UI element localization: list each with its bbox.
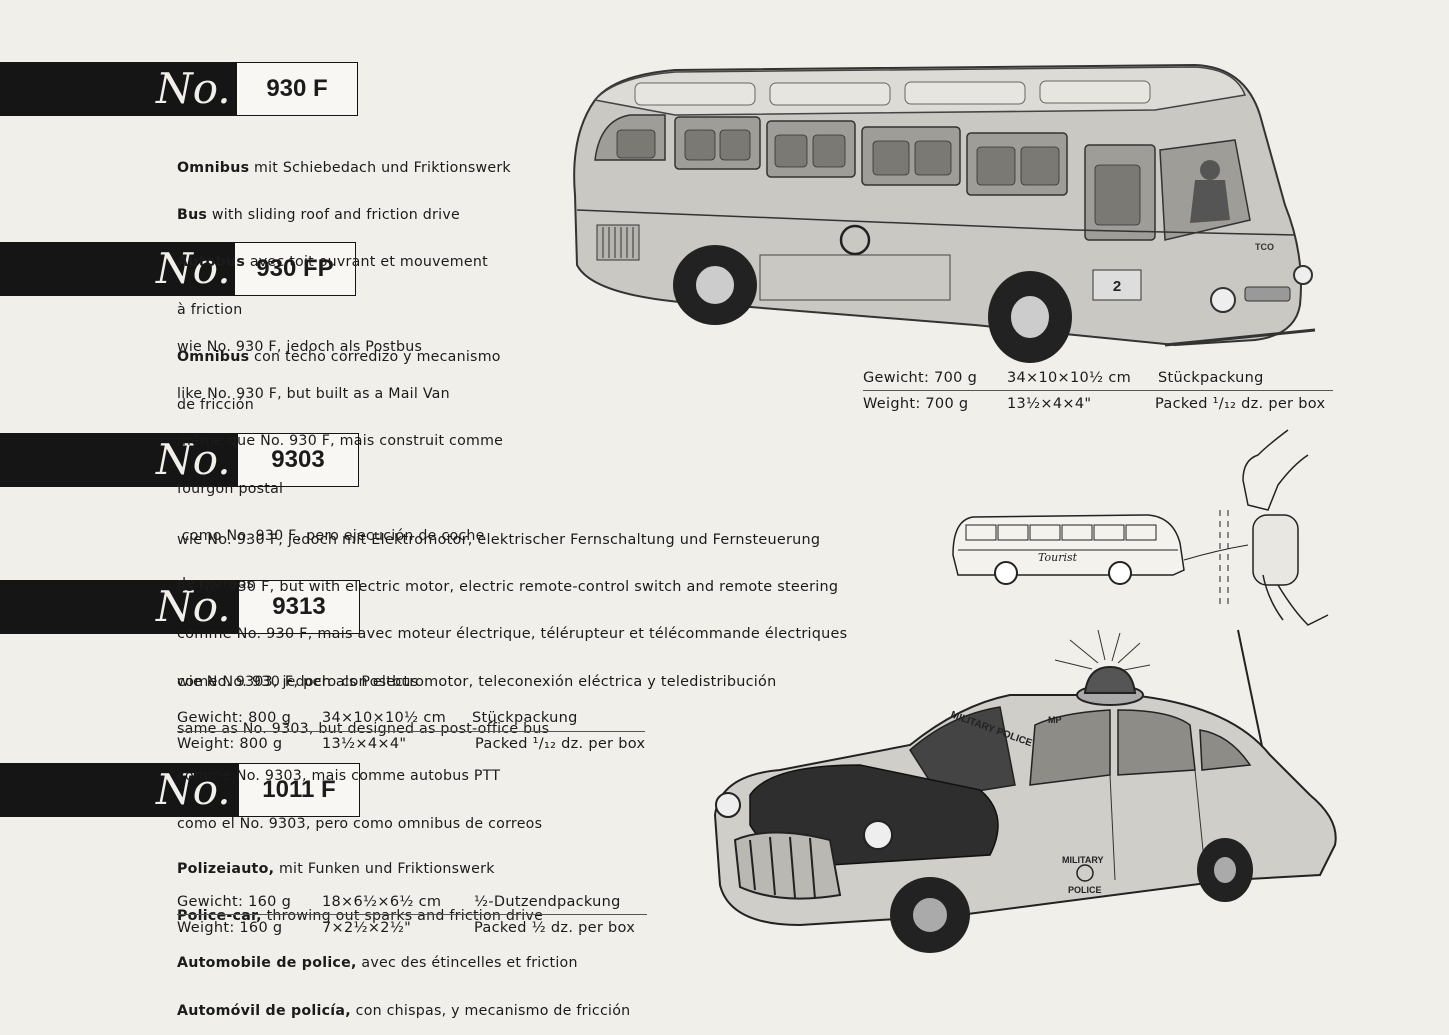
spec-size-metric-9313: 34×10×10½ cm	[322, 710, 447, 726]
desc-line: wie No. 9303, jedoch als Postbus	[177, 673, 419, 690]
desc-line: Omnibus con techo corredizo y mecanismo	[177, 349, 501, 366]
description-9303: wie No. 930 F, jedoch mit Elektromotor, …	[177, 501, 847, 706]
desc-line: Bus with sliding roof and friction drive	[177, 206, 460, 223]
desc-line: as No. 930 F, but with electric motor, e…	[177, 578, 839, 595]
bus-number: 2	[1113, 278, 1121, 295]
spec-weight-en-1011f: Weight: 160 g	[177, 920, 283, 936]
desc-line: wie No. 930 F, jedoch mit Elektromotor, …	[177, 531, 821, 548]
bus-spec-pack-en: Packed ¹/₁₂ dz. per box	[1155, 396, 1326, 412]
desc-line: Automobile de police, avec des étincelle…	[177, 955, 578, 972]
spec-divider	[863, 390, 1333, 391]
header-bar-930fp: No.	[0, 242, 234, 296]
desc-line: de fricción	[177, 396, 254, 413]
desc-line: Omnibus mit Schiebedach und Friktionswer…	[177, 159, 511, 176]
police-car-illustration: MILITARY POLICE MP MILITARY POLICE	[713, 629, 1337, 953]
bus-spec-weight-en: Weight: 700 g	[863, 396, 969, 412]
desc-line: à friction	[177, 301, 243, 318]
no-mark: No.	[156, 765, 231, 814]
header-bar-930f: No.	[0, 62, 236, 116]
small-bus-script: Tourist	[1038, 551, 1078, 564]
spec-size-metric-1011f: 18×6½×6½ cm	[322, 894, 442, 910]
bus-spec-pack-de: Stückpackung	[1158, 370, 1264, 386]
car-badge: MP	[1048, 715, 1062, 725]
remote-control-illustration: Tourist	[952, 429, 1329, 626]
model-number-930fp: 930 FP	[234, 242, 356, 296]
desc-line: comme No. 930 F, mais avec moteur électr…	[177, 626, 848, 643]
spec-divider	[177, 731, 645, 732]
description-930fp: wie No. 930 F, jedoch als Postbus like N…	[177, 308, 503, 608]
spec-pack-de-9313: Stückpackung	[472, 710, 578, 726]
desc-line: wie No. 930 F, jedoch als Postbus	[177, 338, 423, 355]
post-horn-icon	[839, 224, 871, 256]
desc-line: Autobus avec toit ouvrant et mouvement	[177, 254, 488, 271]
mp-emblem-icon	[1076, 864, 1094, 882]
desc-line: Automóvil de policía, con chispas, y mec…	[177, 1002, 631, 1019]
desc-line: fourgon postal	[177, 480, 284, 497]
spec-pack-en-9313: Packed ¹/₁₂ dz. per box	[475, 736, 646, 752]
spec-size-imperial-9313: 13½×4×4"	[322, 736, 407, 752]
model-number-930f: 930 F	[236, 62, 358, 116]
bus-spec-size-imperial: 13½×4×4"	[1007, 396, 1092, 412]
desc-line: like No. 930 F, but built as a Mail Van	[177, 385, 450, 402]
bus-spec-size-metric: 34×10×10½ cm	[1007, 370, 1132, 386]
model-number-9313: 9313	[238, 580, 360, 634]
desc-line: same as No. 9303, but designed as post-o…	[177, 720, 550, 737]
bus-badge: TCO	[1255, 242, 1274, 252]
spec-pack-en-1011f: Packed ½ dz. per box	[474, 920, 636, 936]
no-mark: No.	[156, 582, 231, 631]
spec-size-imperial-1011f: 7×2½×2½"	[322, 920, 412, 936]
model-number-9303: 9303	[237, 433, 359, 487]
model-number-1011f: 1011 F	[238, 763, 360, 817]
spec-divider	[177, 914, 647, 915]
desc-line: Police-car, throwing out sparks and fric…	[177, 907, 544, 924]
spec-weight-de-1011f: Gewicht: 160 g	[177, 894, 292, 910]
desc-line: como No. 930 F, pero ejecución de coche	[177, 528, 485, 545]
no-mark: No.	[156, 435, 231, 484]
spec-weight-de-9313: Gewicht: 800 g	[177, 710, 292, 726]
spec-pack-de-1011f: ½-Dutzendpackung	[474, 894, 621, 910]
car-door-bottom-text: POLICE	[1068, 885, 1102, 895]
description-930f: Omnibus mit Schiebedach und Friktionswer…	[177, 129, 511, 429]
remote-control-icon	[1252, 514, 1299, 586]
desc-line: Polizeiauto, mit Funken und Friktionswer…	[177, 860, 495, 877]
desc-line: de correos	[177, 575, 255, 592]
bus-spec-weight-de: Gewicht: 700 g	[863, 370, 978, 386]
no-mark: No.	[156, 244, 231, 293]
desc-line: comme No. 9303, mais comme autobus PTT	[177, 768, 501, 785]
header-bar-1011f: No.	[0, 763, 238, 817]
description-9313: wie No. 9303, jedoch als Postbus same as…	[177, 643, 549, 848]
no-mark: No.	[156, 64, 231, 113]
header-bar-9313: No.	[0, 580, 238, 634]
bus-illustration: 2 TCO	[573, 63, 1316, 363]
car-door-top-text: MILITARY	[1062, 855, 1104, 865]
desc-line: como el No. 9303, pero como omnibus de c…	[177, 815, 543, 832]
desc-line: même que No. 930 F, mais construit comme	[177, 433, 504, 450]
spec-weight-en-9313: Weight: 800 g	[177, 736, 283, 752]
desc-line: come No. 930 F, pero con electromotor, t…	[177, 673, 777, 690]
header-bar-9303: No.	[0, 433, 237, 487]
